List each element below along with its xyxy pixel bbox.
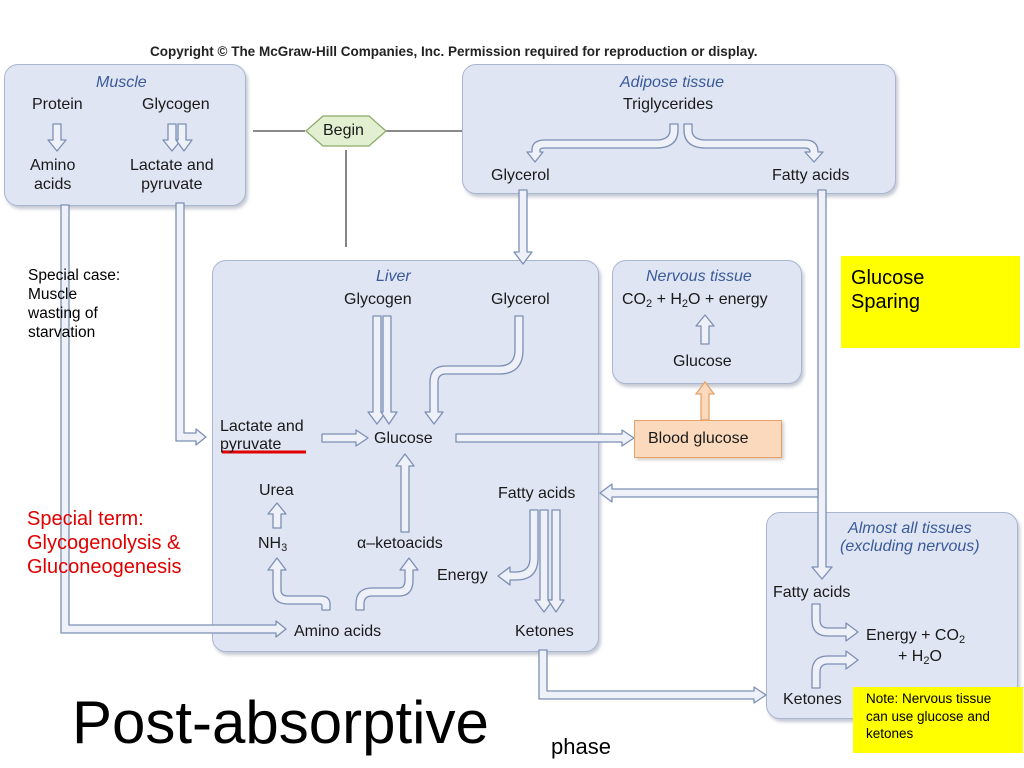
- copyright-notice: Copyright © The McGraw-Hill Companies, I…: [150, 44, 758, 59]
- liver-nh3: NH3: [258, 535, 288, 554]
- arrow-glucose-to-blood: [455, 429, 635, 447]
- glucose-sparing-note: [841, 256, 1020, 348]
- muscle-lactate-pyruvate: Lactate and pyruvate: [130, 157, 214, 193]
- arrow-lactate-to-glucose: [321, 429, 369, 447]
- muscle-amino-acids: Amino acids: [30, 157, 76, 193]
- muscle-title: Muscle: [96, 74, 147, 91]
- arrow-fattyacids-to-energy-tissues: [811, 603, 859, 642]
- arrow-fattyacids-to-ketones-1: [534, 509, 554, 613]
- arrow-trig-to-glycerol: [526, 123, 679, 163]
- liver-glucose: Glucose: [374, 430, 433, 447]
- liver-ketoacids: α–ketoacids: [357, 535, 443, 552]
- tissues-energy-co2: Energy + CO2: [866, 627, 966, 646]
- liver-energy: Energy: [437, 567, 488, 584]
- liver-glycerol: Glycerol: [491, 291, 550, 308]
- arrow-liver-glycogen-to-glucose-2: [380, 315, 398, 425]
- arrow-muscle-amino-to-liver: [60, 204, 287, 638]
- arrow-nervous-glucose-to-co2: [695, 314, 715, 345]
- arrow-nh3-to-urea: [267, 502, 287, 529]
- arrow-liver-glycogen-to-glucose: [367, 315, 387, 425]
- arrow-glycogen-to-lactate-2: [175, 123, 193, 152]
- blood-glucose-label: Blood glucose: [648, 430, 749, 447]
- arrow-adipose-fattyacids-down: [811, 189, 833, 580]
- tissues-h2o: + H2O: [898, 648, 942, 667]
- adipose-title: Adipose tissue: [620, 74, 725, 91]
- muscle-box: [4, 64, 246, 206]
- arrow-ketones-to-tissues: [538, 649, 767, 704]
- muscle-protein: Protein: [32, 96, 83, 113]
- adipose-glycerol: Glycerol: [491, 167, 550, 184]
- nervous-note-box: [853, 687, 1023, 753]
- arrow-fattyacids-to-liver: [599, 483, 819, 503]
- nervous-title: Nervous tissue: [646, 268, 752, 285]
- glucose-sparing-text: Glucose Sparing: [851, 267, 925, 313]
- arrow-fattyacids-to-ketones-2: [547, 509, 565, 613]
- arrow-ketones-to-energy-tissues: [811, 650, 859, 689]
- liver-amino-acids: Amino acids: [294, 623, 382, 640]
- tissues-ketones: Ketones: [783, 691, 842, 708]
- slide-title: Post-absorptive: [72, 689, 489, 756]
- begin-label: Begin: [323, 122, 364, 139]
- muscle-glycogen: Glycogen: [142, 96, 210, 113]
- all-tissues-title: Almost all tissues(excluding nervous): [840, 520, 980, 555]
- liver-ketones: Ketones: [515, 623, 574, 640]
- arrow-ketoacids-to-glucose: [395, 453, 415, 533]
- liver-fatty-acids: Fatty acids: [498, 485, 576, 502]
- liver-title: Liver: [376, 268, 411, 285]
- adipose-box: [462, 64, 896, 194]
- nervous-note-text: Note: Nervous tissue can use glucose and…: [866, 691, 992, 741]
- arrow-amino-to-nh3: [267, 557, 331, 611]
- arrow-protein-to-amino: [47, 123, 67, 152]
- arrow-adipose-glycerol-to-liver: [513, 189, 533, 265]
- arrow-trig-to-fattyacids: [683, 123, 824, 163]
- liver-urea: Urea: [259, 482, 294, 499]
- liver-glycogen: Glycogen: [344, 291, 412, 308]
- nervous-glucose: Glucose: [673, 353, 732, 370]
- arrow-blood-to-nervous: [694, 380, 716, 421]
- slide-title-suffix: phase: [551, 734, 611, 759]
- arrow-glycogen-to-lactate-1: [162, 123, 182, 152]
- nervous-products: CO2 + H2O + energy: [622, 291, 768, 310]
- adipose-triglycerides: Triglycerides: [623, 96, 714, 113]
- arrow-muscle-lactate-to-liver: [175, 202, 207, 446]
- special-case-note: Special case: Muscle wasting of starvati…: [28, 267, 121, 341]
- arrow-fattyacids-to-energy: [497, 509, 539, 586]
- arrow-amino-to-ketoacids: [355, 557, 419, 611]
- liver-lactate-pyruvate: Lactate and pyruvate: [220, 418, 304, 453]
- blood-glucose-box: [634, 420, 782, 458]
- begin-hexagon: [305, 115, 387, 147]
- adipose-fatty-acids: Fatty acids: [772, 167, 850, 184]
- tissues-fatty-acids: Fatty acids: [773, 584, 851, 601]
- arrow-liver-glycerol-to-glucose: [424, 315, 524, 425]
- special-term-note: Special term: Glycogenolysis & Gluconeog…: [27, 508, 182, 578]
